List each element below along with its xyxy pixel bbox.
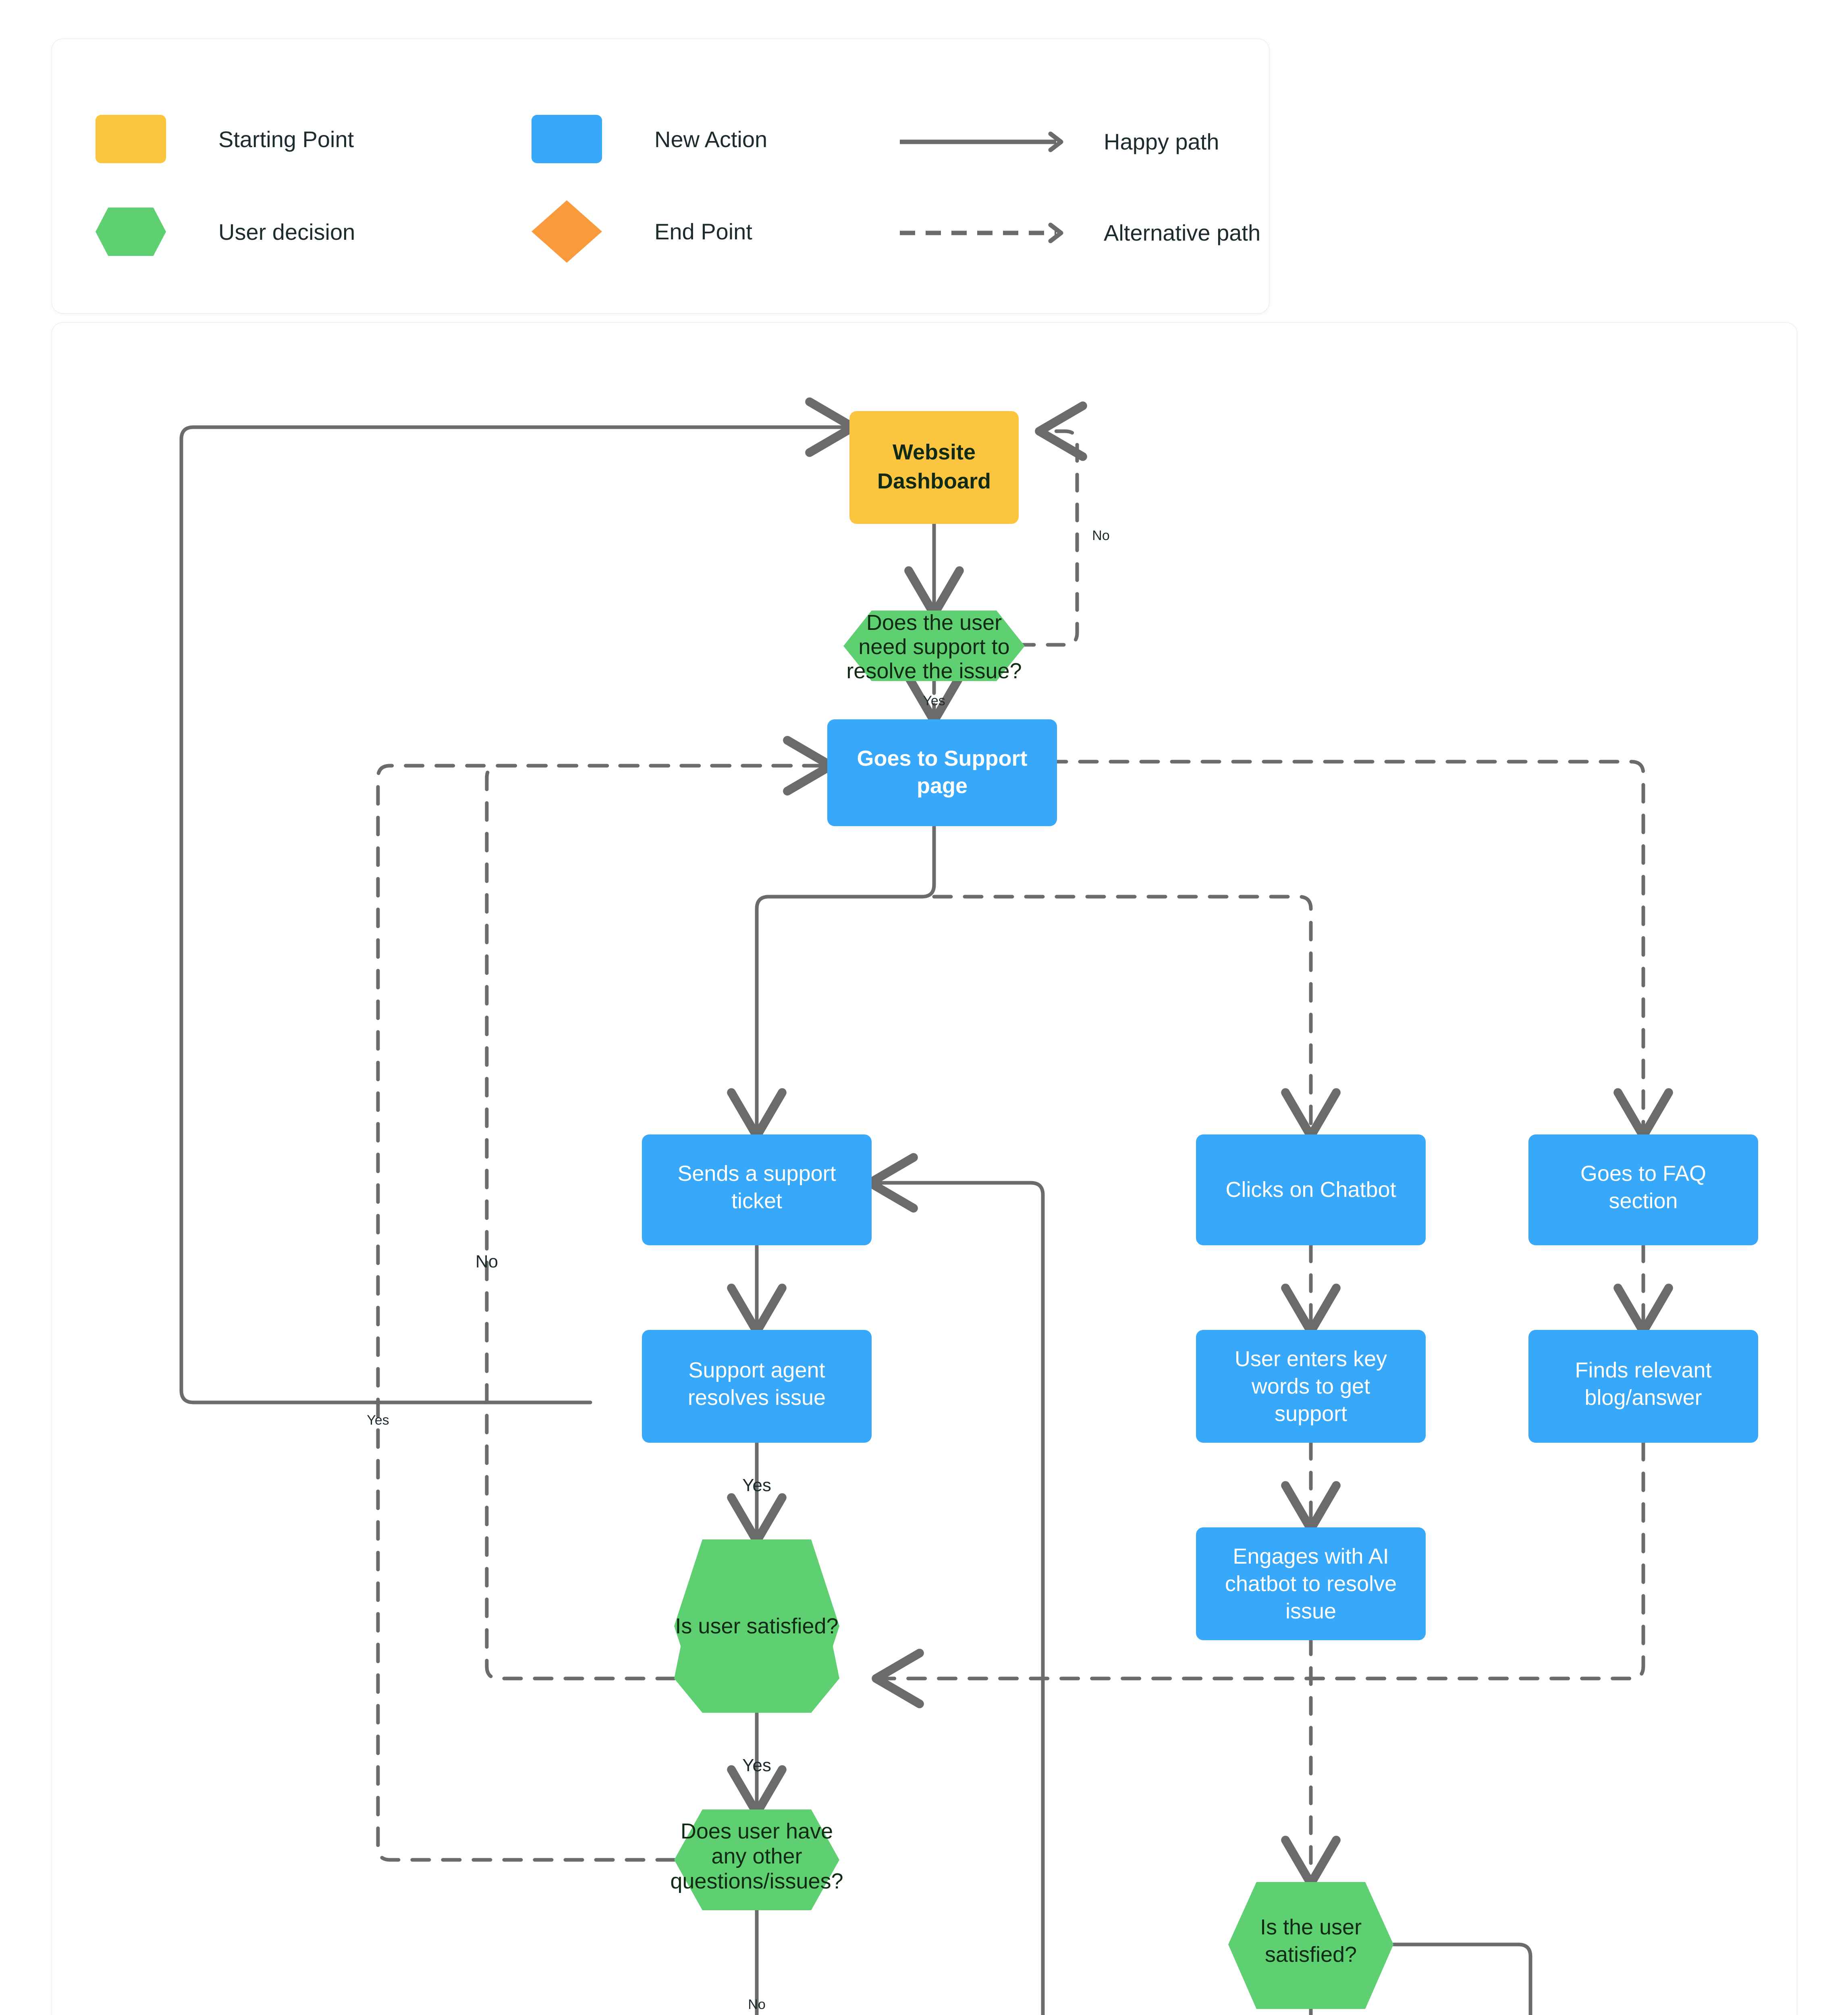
legend-label-new-action: New Action [654,126,768,152]
node-label-engages-ai-line3: issue [1285,1599,1336,1623]
node-label-other-questions-line1: Does user have [681,1819,833,1843]
node-label-goes-faq-line1: Goes to FAQ [1580,1161,1706,1186]
edge-is-the-user-satisfied-yes-to-end [1391,1942,1532,2015]
edge-label-other-questions-no: No [748,1997,765,2012]
node-is-the-user-satisfied[interactable]: Is the user satisfied? [1228,1882,1393,2009]
edge-support-page-to-sends-ticket [727,824,936,1140]
node-label-needs-support-line1: Does the user [866,611,1002,635]
node-label-other-questions-line3: questions/issues? [670,1869,843,1893]
node-label-support-page-line2: page [917,774,968,798]
edge-open-ticket-to-sends-ticket [866,1153,1045,2015]
end-point-swatch-icon [532,200,602,263]
node-other-questions[interactable]: Does user have any other questions/issue… [670,1809,843,1910]
legend-item-starting-point: Starting Point [96,115,354,163]
edge-support-page-to-clicks-chatbot [932,895,1341,1140]
legend-label-alternative-path: Alternative path [1104,220,1261,245]
node-label-finds-blog-line2: blog/answer [1584,1386,1702,1410]
new-action-swatch-icon [532,115,602,163]
legend-label-end-point: End Point [654,219,752,244]
node-enters-keywords[interactable]: User enters key words to get support [1196,1330,1426,1443]
node-label-is-user-satisfied: Is user satisfied? [675,1614,838,1638]
node-agent-resolves[interactable]: Support agent resolves issue [642,1330,872,1443]
node-label-agent-resolves-line1: Support agent [688,1358,825,1382]
legend-label-happy-path: Happy path [1104,129,1219,154]
node-label-other-questions-line2: any other [711,1844,802,1868]
edge-other-questions-yes-to-support-page [376,736,835,1862]
legend-item-user-decision: User decision [96,208,355,256]
node-label-is-the-user-satisfied-line2: satisfied? [1265,1942,1357,1967]
node-label-finds-blog-line1: Finds relevant [1575,1358,1711,1382]
node-label-support-page-line1: Goes to Support [857,746,1028,771]
edge-label-is-user-satisfied-no: No [475,1252,498,1271]
node-label-goes-faq-line2: section [1609,1189,1678,1213]
edge-ticket-closed-to-dashboard [179,397,858,1404]
legend-item-alternative-path: Alternative path [898,220,1260,246]
node-engages-ai[interactable]: Engages with AI chatbot to resolve issue [1196,1527,1426,1640]
edge-label-layer: No Yes No Yes Yes Yes No No Yes No [367,528,1109,2012]
node-label-enters-keywords-line3: support [1275,1402,1347,1426]
node-label-is-the-user-satisfied-line1: Is the user [1260,1915,1362,1939]
flowchart-svg: No Yes No Yes Yes Yes No No Yes No Websi… [179,397,1758,2015]
legend-label-user-decision: User decision [218,219,355,245]
node-label-clicks-chatbot: Clicks on Chatbot [1225,1178,1396,1202]
edge-label-other-questions-yes: Yes [367,1413,389,1428]
node-is-user-satisfied[interactable]: Is user satisfied? [674,1539,839,1713]
node-website-dashboard[interactable]: Website Dashboard [849,411,1019,524]
node-label-enters-keywords-line1: User enters key [1235,1347,1387,1371]
node-clicks-chatbot[interactable]: Clicks on Chatbot [1196,1134,1426,1245]
edge-finds-blog-to-is-user-satisfied [872,1441,1645,1708]
legend-item-happy-path: Happy path [898,129,1219,155]
node-needs-support[interactable]: Does the user need support to resolve th… [843,611,1025,683]
node-goes-faq[interactable]: Goes to FAQ section [1528,1134,1758,1245]
edge-label-needs-support-yes: Yes [923,693,945,708]
solid-arrow-icon [900,131,1063,152]
node-label-needs-support-line2: need support to [858,635,1009,659]
node-support-page[interactable]: Goes to Support page [827,719,1057,826]
edge-label-agent-resolves-yes: Yes [742,1475,771,1495]
node-label-sends-ticket-line1: Sends a support [677,1161,836,1186]
node-label-needs-support-line3: resolve the issue? [846,659,1022,683]
node-label-sends-ticket-line2: ticket [731,1189,782,1213]
node-sends-ticket[interactable]: Sends a support ticket [642,1134,872,1245]
node-label-engages-ai-line2: chatbot to resolve [1225,1572,1397,1596]
dashed-arrow-icon [900,222,1063,243]
legend-card: Starting Point User decision New Action … [52,39,1269,314]
node-label-website-dashboard-line2: Dashboard [877,469,991,493]
node-label-agent-resolves-line2: resolves issue [688,1386,826,1410]
node-label-website-dashboard-line1: Website [893,440,976,464]
node-label-enters-keywords-line2: words to get [1251,1374,1370,1398]
legend-label-starting-point: Starting Point [218,126,354,152]
legend-item-new-action: New Action [532,115,767,163]
edge-label-satisfied-yes: Yes [742,1755,771,1775]
edge-layer [179,397,1673,2015]
node-label-engages-ai-line1: Engages with AI [1233,1544,1389,1568]
user-decision-swatch-icon [96,208,166,256]
legend-item-end-point: End Point [532,200,752,263]
edge-label-needs-support-no: No [1092,528,1109,543]
starting-point-swatch-icon [96,115,166,163]
edge-support-page-to-goes-faq [1017,760,1673,1140]
edge-needs-support-no-to-dashboard [1016,401,1087,647]
node-finds-blog[interactable]: Finds relevant blog/answer [1528,1330,1758,1443]
